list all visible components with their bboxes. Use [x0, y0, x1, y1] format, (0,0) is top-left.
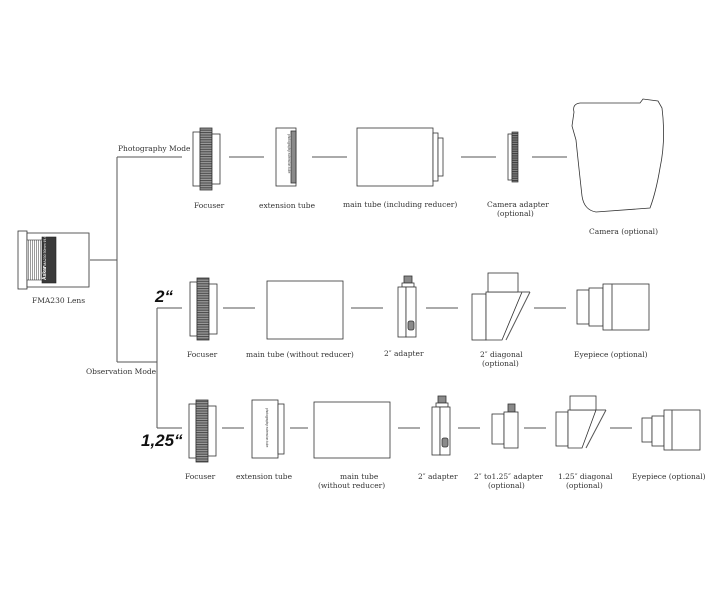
photo-extension-label: extension tube [259, 201, 316, 210]
photo-camera-adapter-label-1: Camera adapter [487, 200, 549, 209]
photo-extension-tube: photography extension tube [275, 127, 297, 187]
photo-focuser-label: Focuser [194, 201, 225, 210]
fma230-lens: Askar FMA230 50mm f/4.6 [17, 230, 90, 290]
photo-main-tube-label: main tube (including reducer) [343, 200, 457, 209]
size-125in-label: 1,25“ [141, 431, 183, 450]
obs125-diagonal [555, 395, 607, 449]
camera-label: Camera (optional) [589, 227, 658, 236]
photo-camera-adapter-label-2: (optional) [497, 209, 534, 218]
obs2-diagonal-label-1: 2″ diagonal [480, 350, 523, 359]
obs2-diagonal-label-2: (optional) [482, 359, 519, 368]
branch-lines [90, 156, 182, 429]
obs125-diagonal-label-1: 1.25″ diagonal [558, 472, 613, 481]
obs125-extension-tube: photography extension tube [251, 399, 285, 459]
lens-label: FMA230 Lens [32, 296, 85, 305]
size-2in-label: 2“ [154, 287, 173, 306]
obs125-adapter-label: 2″ adapter [418, 472, 458, 481]
obs2-eyepiece [576, 283, 650, 331]
obs125-main-tube [313, 401, 391, 459]
obs125-eyepiece-label: Eyepiece (optional) [632, 472, 706, 481]
obs2-adapter [397, 275, 417, 338]
photo-main-tube [356, 127, 444, 187]
obs125-main-tube-label-1: main tube [340, 472, 379, 481]
lens-brand-print: Askar [42, 266, 48, 280]
obs125-reducer-label-1: 2″ to1.25″ adapter [474, 472, 543, 481]
obs125-eyepiece [641, 409, 701, 451]
obs125-focuser-label: Focuser [185, 472, 216, 481]
obs125-diagonal-label-2: (optional) [566, 481, 603, 490]
obs125-reducer-adapter [491, 403, 519, 449]
obs125-focuser [188, 399, 217, 463]
obs2-main-tube-label: main tube (without reducer) [246, 350, 354, 359]
lens-model-print: FMA230 50mm f/4.6 [43, 235, 47, 268]
observation-mode-label: Observation Mode [86, 367, 157, 376]
obs125-extension-print: photography extension tube [265, 408, 269, 448]
photo-extension-print: photography extension tube [287, 134, 291, 174]
photography-mode-label: Photography Mode [118, 144, 191, 153]
obs2-diagonal [471, 272, 531, 341]
obs2-focuser-label: Focuser [187, 350, 218, 359]
obs125-reducer-label-2: (optional) [488, 481, 525, 490]
obs2-focuser [189, 277, 218, 341]
photo-camera-adapter [507, 131, 519, 183]
obs125-main-tube-label-2: (without reducer) [318, 481, 385, 490]
obs2-eyepiece-label: Eyepiece (optional) [574, 350, 648, 359]
photo-focuser [192, 127, 221, 191]
camera-body [571, 98, 664, 213]
obs125-adapter [431, 395, 451, 456]
obs2-main-tube [266, 280, 344, 340]
obs2-adapter-label: 2″ adapter [384, 349, 424, 358]
obs125-extension-label: extension tube [236, 472, 293, 481]
